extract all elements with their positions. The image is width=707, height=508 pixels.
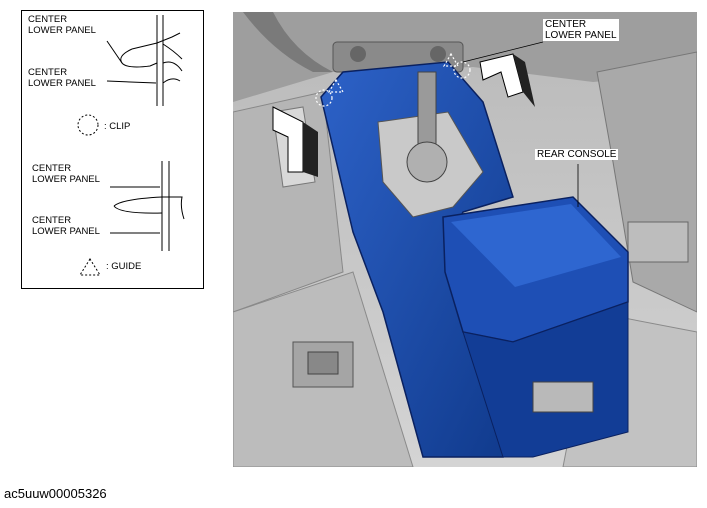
legend-box: CENTER LOWER PANEL CENTER LOWER PANEL : … (21, 10, 204, 289)
legend-label-center-lower-panel-1: CENTER LOWER PANEL (28, 14, 96, 36)
removal-arrow-right-icon (479, 53, 535, 107)
guide-marker-left-icon (327, 78, 345, 93)
legend-label-clip: : CLIP (104, 121, 131, 132)
legend-illustrations (77, 15, 185, 276)
clip-marker-right-icon (453, 61, 471, 79)
figure-id-caption: ac5uuw00005326 (4, 486, 107, 501)
guide-symbol-icon (79, 258, 101, 276)
guide-detail-illustration (110, 161, 185, 251)
removal-arrow-left-icon (272, 106, 318, 177)
callout-center-lower-panel: CENTER LOWER PANEL (543, 19, 619, 41)
legend-label-center-lower-panel-3: CENTER LOWER PANEL (32, 163, 100, 185)
vehicle-interior-drawing (233, 12, 697, 467)
clip-symbol-icon (77, 114, 99, 136)
legend-label-guide: : GUIDE (106, 261, 142, 272)
callout-rear-console: REAR CONSOLE (535, 149, 619, 160)
clip-detail-illustration (106, 15, 183, 106)
clip-marker-left-icon (315, 89, 333, 107)
legend-label-center-lower-panel-2: CENTER LOWER PANEL (28, 67, 96, 89)
guide-marker-right-icon (442, 52, 460, 67)
legend-label-center-lower-panel-4: CENTER LOWER PANEL (32, 215, 100, 237)
console-illustration: CENTER LOWER PANEL REAR CONSOLE (233, 12, 697, 467)
